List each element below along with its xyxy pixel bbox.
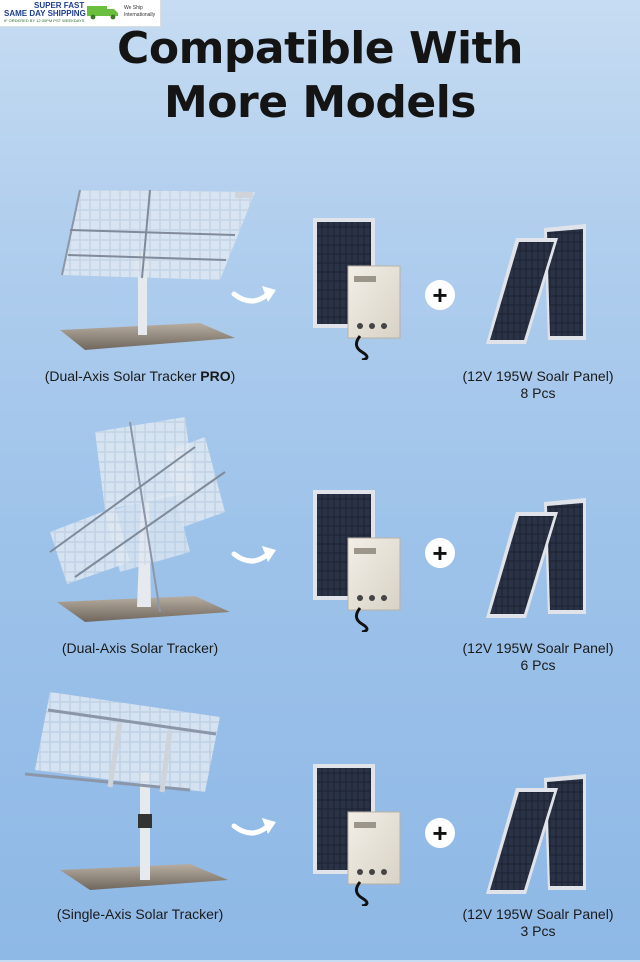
- shipping-badge: SUPER FAST SAME DAY SHIPPING IF ORDERED …: [0, 0, 161, 27]
- ship-line2: Internationally: [124, 12, 156, 18]
- truck-icon: [87, 6, 118, 20]
- plus-icon: +: [425, 280, 455, 310]
- single-axis-tracker-image: [24, 692, 228, 890]
- model-row-3: + (Single-Axis Solar Tracker) (12V 195W …: [0, 682, 640, 962]
- dual-axis-tracker-pro-image: [60, 189, 255, 350]
- tracker-label-1-bold: PRO: [200, 368, 231, 384]
- panel-label-3-text: (12V 195W Soalr Panel): [462, 906, 614, 922]
- ship-line1: We Ship: [124, 5, 143, 11]
- panel-label-2-text: (12V 195W Soalr Panel): [462, 640, 614, 656]
- panel-qty-2: 6 Pcs: [520, 657, 556, 673]
- controller-kit-image: [313, 218, 401, 360]
- dual-axis-tracker-image: [49, 417, 230, 622]
- plus-icon: +: [425, 818, 455, 848]
- page-title: Compatible With More Models: [0, 22, 640, 130]
- tracker-label-1-main: (Dual-Axis Solar Tracker: [44, 368, 201, 384]
- panel-qty-3: 3 Pcs: [520, 923, 556, 939]
- badge-line3: IF ORDERED BY 12:30PM PST WEEKDAYS: [4, 18, 85, 23]
- title-line1: Compatible With: [117, 23, 523, 74]
- panel-label-3: (12V 195W Soalr Panel) 3 Pcs: [438, 906, 638, 940]
- panel-label-1-text: (12V 195W Soalr Panel): [462, 368, 614, 384]
- model-row-2: + (Dual-Axis Solar Tracker) (12V 195W So…: [0, 412, 640, 692]
- badge-line1: SUPER FAST: [34, 1, 85, 10]
- controller-kit-image: [313, 764, 401, 906]
- tracker-label-1-end: ): [230, 368, 236, 384]
- model-row-1: + (Dual-Axis Solar Tracker PRO) (12V 195…: [0, 180, 640, 460]
- tracker-label-3: (Single-Axis Solar Tracker): [0, 906, 280, 923]
- badge-line2: SAME DAY SHIPPING: [4, 9, 86, 18]
- arrow-icon: [231, 818, 276, 836]
- solar-panels-image: [486, 774, 586, 894]
- tracker-label-2-main: (Dual-Axis Solar Tracker): [61, 640, 219, 656]
- solar-panels-image: [486, 498, 586, 618]
- panel-label-1: (12V 195W Soalr Panel) 8 Pcs: [438, 368, 638, 402]
- arrow-icon: [231, 286, 276, 304]
- panel-label-2: (12V 195W Soalr Panel) 6 Pcs: [438, 640, 638, 674]
- panel-qty-1: 8 Pcs: [520, 385, 556, 401]
- controller-kit-image: [313, 490, 401, 632]
- solar-panels-image: [486, 224, 586, 344]
- title-line2: More Models: [164, 77, 477, 128]
- ship-international: We Ship Internationally: [124, 5, 155, 19]
- tracker-label-2: (Dual-Axis Solar Tracker): [0, 640, 280, 657]
- tracker-label-3-main: (Single-Axis Solar Tracker): [56, 906, 224, 922]
- plus-icon: +: [425, 538, 455, 568]
- tracker-label-1: (Dual-Axis Solar Tracker PRO): [0, 368, 280, 385]
- arrow-icon: [231, 546, 276, 564]
